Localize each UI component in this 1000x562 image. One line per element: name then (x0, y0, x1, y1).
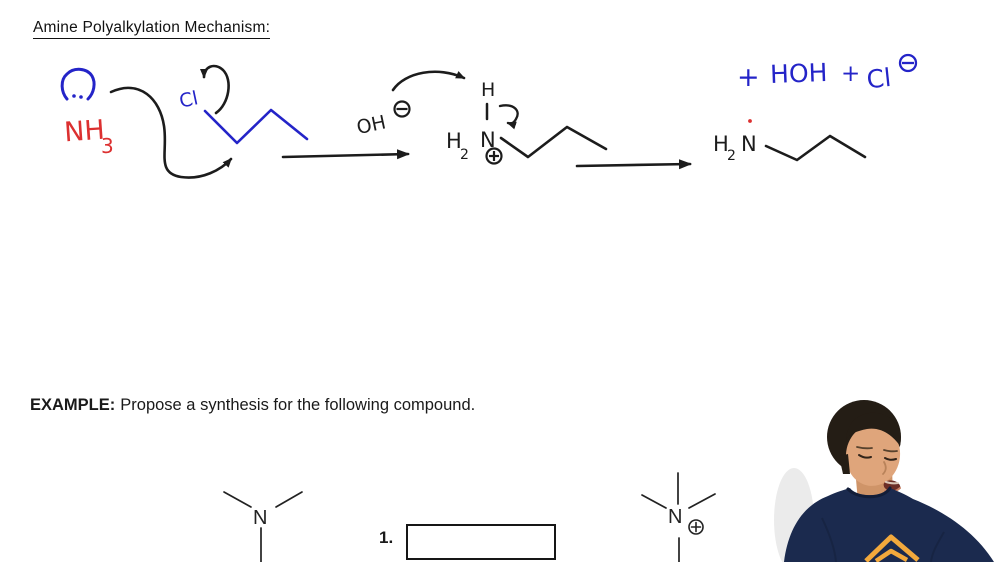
eyebrow-right (883, 449, 898, 453)
instructor-hair-fringe (846, 412, 901, 446)
trimethylamine-structure: N (223, 491, 303, 562)
propyl-chain-bond (499, 125, 608, 159)
eye-right-icon (884, 457, 897, 461)
left-hydrogen-label: H (446, 129, 462, 153)
ammonium-intermediate: H H 2 N (446, 79, 608, 165)
product-nitrogen-label: N (741, 132, 757, 156)
bond (223, 491, 252, 508)
example-prompt: EXAMPLE:Propose a synthesis for the foll… (30, 396, 475, 415)
nitrogen-label: N (668, 506, 682, 528)
propyl-chain-bond (203, 108, 309, 145)
eyebrow-left (856, 446, 873, 450)
teeth-highlight (885, 481, 899, 485)
product-h-subscript: 2 (727, 148, 736, 164)
leaving-group-arrow (200, 64, 230, 115)
propylamine-product: H 2 N (713, 119, 867, 164)
shirt-collar (846, 486, 892, 499)
lone-pair-circle (60, 67, 96, 101)
bond (641, 494, 667, 509)
bond (688, 493, 716, 509)
alkyl-chloride-molecule: Cl (177, 64, 309, 145)
lone-pair-dot (79, 95, 83, 99)
example-structures: N N (223, 472, 716, 562)
page-title: Amine Polyalkylation Mechanism: (33, 19, 271, 39)
bond (275, 491, 303, 508)
top-hydrogen-label: H (481, 79, 495, 101)
shirt-fold (821, 517, 837, 562)
water-label: HOH (770, 58, 828, 89)
plus-sign: + (737, 62, 760, 93)
ammonia-molecule: NH 3 (60, 67, 114, 158)
negative-charge-icon (393, 100, 411, 118)
plus-sign: + (841, 61, 860, 87)
hydroxide-ion: OH (355, 70, 466, 139)
deprotonation-arrow (391, 70, 466, 92)
reaction-arrow-2 (575, 159, 692, 170)
nucleophilic-attack-arrow (109, 86, 233, 179)
bond-cleavage-arrow (498, 104, 519, 130)
ammonia-subscript: 3 (101, 134, 114, 158)
nitrogen-label: N (253, 507, 267, 529)
left-hydrogen-subscript: 2 (460, 147, 469, 163)
instructor-shirt (784, 488, 994, 562)
example-text: Propose a synthesis for the following co… (120, 396, 476, 414)
chloride-label: Cl (865, 63, 892, 94)
negative-charge-icon (898, 53, 918, 73)
lone-pair-dot (748, 119, 752, 123)
nitrogen-label: N (480, 128, 496, 152)
lone-pair-dot (72, 94, 76, 98)
quaternary-ammonium-structure: N (641, 472, 716, 562)
instructor-nose (882, 461, 887, 475)
byproducts: + HOH + Cl (737, 53, 918, 94)
example-heading: EXAMPLE: (30, 396, 116, 414)
positive-charge-icon (688, 519, 704, 535)
chlorine-label: Cl (177, 87, 200, 112)
propyl-chain-bond (764, 134, 867, 162)
shirt-fold (930, 531, 945, 562)
instructor-sideburn (839, 454, 850, 474)
brand-logo-icon (864, 534, 920, 562)
instructor-face (845, 424, 901, 486)
ammonia-label: NH (63, 115, 106, 149)
product-h-label: H (713, 132, 729, 156)
instructor-video[interactable] (774, 400, 994, 562)
eye-left-icon (858, 454, 872, 459)
reaction-arrow-1 (281, 149, 410, 160)
step-number-label: 1. (379, 528, 394, 547)
answer-blank-box (406, 524, 556, 560)
mechanism-region: NH 3 Cl OH (60, 53, 918, 179)
hydroxide-label: OH (355, 111, 388, 139)
positive-charge-icon (485, 147, 503, 165)
